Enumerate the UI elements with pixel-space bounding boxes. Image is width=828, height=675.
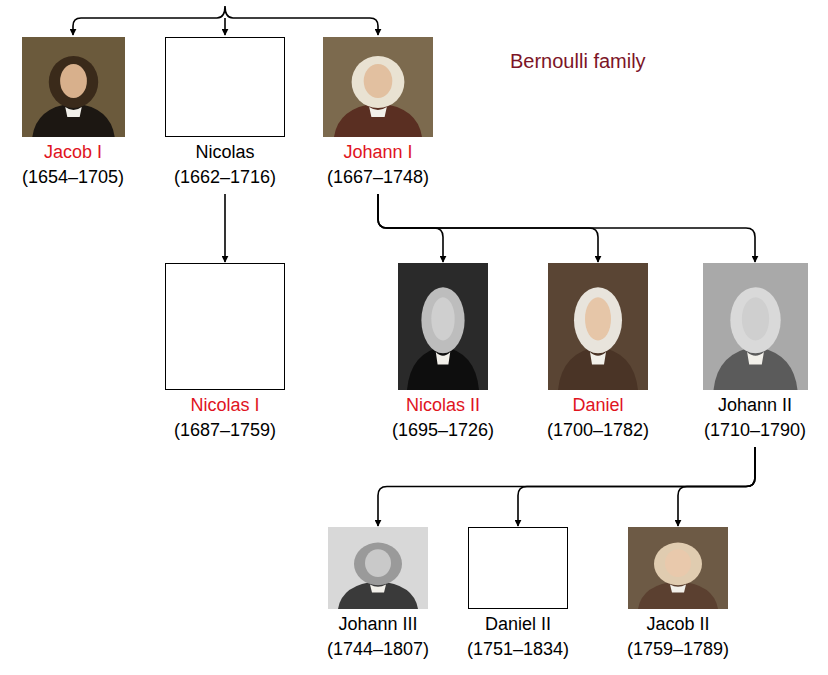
portrait-coat xyxy=(407,347,479,390)
portrait-face xyxy=(431,297,454,340)
descent-arrow xyxy=(378,447,755,526)
life-dates: (1687–1759) xyxy=(174,418,276,443)
person-node: Johann II(1710–1790) xyxy=(700,263,811,443)
person-name: Daniel II xyxy=(485,612,551,637)
portrait-wig xyxy=(730,287,780,353)
portrait-frame xyxy=(628,527,728,609)
portrait-coat xyxy=(338,581,418,609)
portrait xyxy=(703,263,808,390)
portrait-coat xyxy=(638,581,718,609)
portrait xyxy=(398,263,488,390)
portrait-ground xyxy=(398,263,488,390)
person-node: Daniel II(1751–1834) xyxy=(464,527,572,662)
portrait-wig xyxy=(654,543,702,586)
person-node: Nicolas II(1695–1726) xyxy=(389,263,497,443)
person-name: Johann II xyxy=(718,393,792,418)
person-node: Jacob II(1759–1789) xyxy=(624,527,732,662)
portrait-ground xyxy=(22,37,125,137)
life-dates: (1662–1716) xyxy=(174,165,276,190)
portrait-collar xyxy=(369,107,387,117)
bracket-drop xyxy=(73,18,81,35)
portrait-face xyxy=(365,549,391,577)
person-node: Johann I(1667–1748) xyxy=(320,37,436,190)
person-name: Jacob I xyxy=(44,140,102,165)
diagram-title: Bernoulli family xyxy=(510,50,646,73)
descent-arrow xyxy=(224,194,226,262)
person-node: Daniel(1700–1782) xyxy=(544,263,652,443)
portrait-collar xyxy=(747,352,764,365)
portrait-face xyxy=(741,297,768,340)
portrait-frame xyxy=(703,263,808,390)
portrait-frame xyxy=(398,263,488,390)
person-name: Johann I xyxy=(343,140,412,165)
person-node: Johann III(1744–1807) xyxy=(324,527,432,662)
person-name: Johann III xyxy=(338,612,417,637)
bracket-line xyxy=(81,6,370,18)
life-dates: (1759–1789) xyxy=(627,637,729,662)
person-node: Nicolas I(1687–1759) xyxy=(162,263,288,443)
empty-portrait-box xyxy=(165,37,285,137)
portrait-wig xyxy=(574,287,622,353)
descent-arrow xyxy=(678,447,755,526)
portrait-wig xyxy=(48,56,97,108)
descent-arrow xyxy=(518,447,755,526)
portrait-ground xyxy=(323,37,433,137)
portrait xyxy=(22,37,125,137)
portrait-frame xyxy=(323,37,433,137)
portrait-face xyxy=(60,64,87,98)
empty-portrait-box xyxy=(468,527,568,609)
portrait-coat xyxy=(32,103,114,137)
bracket-drop xyxy=(370,18,378,35)
life-dates: (1751–1834) xyxy=(467,637,569,662)
person-name: Daniel xyxy=(572,393,623,418)
person-name: Nicolas II xyxy=(406,393,480,418)
bracket-drop xyxy=(224,18,226,35)
portrait-collar xyxy=(590,352,606,365)
life-dates: (1700–1782) xyxy=(547,418,649,443)
portrait-wig xyxy=(421,287,464,353)
person-node: Nicolas(1662–1716) xyxy=(162,37,288,190)
life-dates: (1744–1807) xyxy=(327,637,429,662)
portrait-face xyxy=(585,297,611,340)
portrait-coat xyxy=(713,347,797,390)
person-node: Jacob I(1654–1705) xyxy=(19,37,128,190)
portrait-collar xyxy=(670,584,686,592)
portrait-collar xyxy=(436,352,450,365)
life-dates: (1667–1748) xyxy=(327,165,429,190)
portrait-frame xyxy=(328,527,428,609)
portrait xyxy=(628,527,728,609)
portrait-coat xyxy=(334,103,422,137)
portrait xyxy=(323,37,433,137)
person-name: Nicolas xyxy=(195,140,254,165)
life-dates: (1695–1726) xyxy=(392,418,494,443)
empty-portrait-box xyxy=(165,263,285,390)
portrait-face xyxy=(665,549,691,577)
person-name: Nicolas I xyxy=(190,393,259,418)
portrait-face xyxy=(364,64,393,98)
life-dates: (1710–1790) xyxy=(704,418,806,443)
portrait-ground xyxy=(703,263,808,390)
portrait-collar xyxy=(370,584,386,592)
portrait-wig xyxy=(354,543,402,586)
person-name: Jacob II xyxy=(646,612,709,637)
portrait-ground xyxy=(548,263,648,390)
life-dates: (1654–1705) xyxy=(22,165,124,190)
portrait xyxy=(548,263,648,390)
portrait-collar xyxy=(65,107,81,117)
portrait xyxy=(328,527,428,609)
portrait-wig xyxy=(352,56,405,108)
descent-arrow xyxy=(378,194,755,262)
portrait-frame xyxy=(22,37,125,137)
portrait-ground xyxy=(628,527,728,609)
portrait-ground xyxy=(328,527,428,609)
portrait-frame xyxy=(548,263,648,390)
portrait-coat xyxy=(558,347,638,390)
